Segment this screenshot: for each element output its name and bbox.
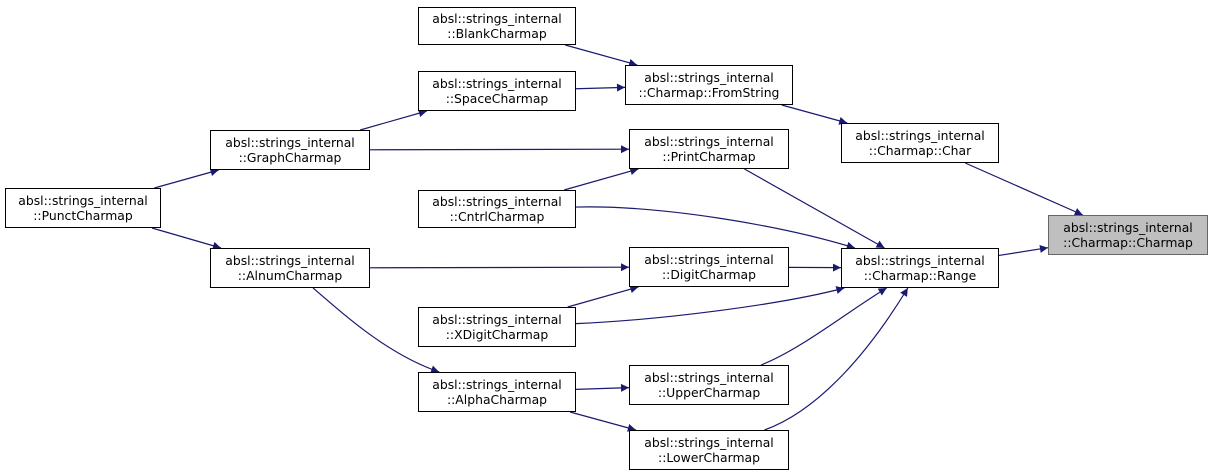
node-lower[interactable]: absl::strings_internal::LowerCharmap <box>629 430 789 470</box>
edge-space-to-fromstring <box>575 83 626 92</box>
node-punct[interactable]: absl::strings_internal::PunctCharmap <box>5 188 161 228</box>
node-range[interactable]: absl::strings_internal::Charmap::Range <box>841 248 999 288</box>
edge-graph-to-space <box>360 109 427 131</box>
node-label-namespace: absl::strings_internal <box>18 193 148 208</box>
node-label-namespace: absl::strings_internal <box>1063 220 1193 235</box>
edge-fromstring-to-char <box>781 104 848 125</box>
node-cntrl[interactable]: absl::strings_internal::CntrlCharmap <box>418 190 576 228</box>
node-label-namespace: absl::strings_internal <box>644 252 774 267</box>
node-label-name: ::CntrlCharmap <box>449 209 545 224</box>
node-label-namespace: absl::strings_internal <box>432 11 562 26</box>
node-label-namespace: absl::strings_internal <box>855 128 985 143</box>
edge-alpha-to-upper <box>575 383 630 392</box>
node-label-name: ::Charmap::Charmap <box>1063 235 1193 250</box>
edge-char-to-charmap-ctor <box>964 162 1084 216</box>
edge-cntrl-to-print <box>563 167 639 191</box>
node-label-namespace: absl::strings_internal <box>644 134 774 149</box>
node-blank[interactable]: absl::strings_internal::BlankCharmap <box>418 7 576 45</box>
node-label-name: ::AlphaCharmap <box>446 392 548 407</box>
node-label-name: ::AlnumCharmap <box>237 268 343 283</box>
node-digit[interactable]: absl::strings_internal::DigitCharmap <box>629 247 789 287</box>
edge-punct-to-graph <box>154 168 219 189</box>
edge-upper-to-range <box>760 287 887 366</box>
node-label-name: ::Charmap::FromString <box>638 85 780 100</box>
edge-xdigit-to-range <box>575 286 845 325</box>
node-xdigit[interactable]: absl::strings_internal::XDigitCharmap <box>418 307 576 347</box>
node-label-namespace: absl::strings_internal <box>644 370 774 385</box>
node-label-namespace: absl::strings_internal <box>432 76 562 91</box>
node-label-name: ::DigitCharmap <box>661 267 756 282</box>
node-space[interactable]: absl::strings_internal::SpaceCharmap <box>418 71 576 111</box>
node-label-namespace: absl::strings_internal <box>855 253 985 268</box>
node-label-name: ::XDigitCharmap <box>445 327 549 342</box>
edge-xdigit-to-digit <box>567 285 639 308</box>
node-label-name: ::Charmap::Char <box>868 143 972 158</box>
edge-punct-to-alnum <box>151 227 222 250</box>
node-label-name: ::UpperCharmap <box>657 385 761 400</box>
node-label-name: ::SpaceCharmap <box>445 91 549 106</box>
node-label-name: ::Charmap::Range <box>863 268 977 283</box>
node-label-namespace: absl::strings_internal <box>432 312 562 327</box>
edge-graph-to-print <box>369 145 630 154</box>
node-label-name: ::GraphCharmap <box>238 150 342 165</box>
edge-range-to-charmap-ctor <box>998 244 1049 257</box>
node-label-namespace: absl::strings_internal <box>432 194 562 209</box>
node-label-namespace: absl::strings_internal <box>225 135 355 150</box>
edge-cntrl-to-range <box>575 206 856 250</box>
node-label-namespace: absl::strings_internal <box>225 253 355 268</box>
edge-alnum-to-alpha <box>312 287 440 374</box>
node-char[interactable]: absl::strings_internal::Charmap::Char <box>841 123 999 163</box>
node-upper[interactable]: absl::strings_internal::UpperCharmap <box>629 365 789 405</box>
node-print[interactable]: absl::strings_internal::PrintCharmap <box>629 129 789 169</box>
node-label-namespace: absl::strings_internal <box>644 435 774 450</box>
edge-alpha-to-lower <box>569 411 637 432</box>
edge-alnum-to-digit <box>369 263 630 272</box>
node-graph[interactable]: absl::strings_internal::GraphCharmap <box>210 130 370 170</box>
edge-print-to-range <box>744 168 885 249</box>
node-label-name: ::PunctCharmap <box>33 208 133 223</box>
node-alpha[interactable]: absl::strings_internal::AlphaCharmap <box>418 372 576 412</box>
node-fromstring[interactable]: absl::strings_internal::Charmap::FromStr… <box>625 65 793 105</box>
node-alnum[interactable]: absl::strings_internal::AlnumCharmap <box>210 248 370 288</box>
edge-blank-to-fromstring <box>565 44 638 67</box>
edge-lower-to-range <box>764 287 909 431</box>
node-label-name: ::LowerCharmap <box>658 450 760 465</box>
node-label-namespace: absl::strings_internal <box>432 377 562 392</box>
node-charmap-ctor: absl::strings_internal::Charmap::Charmap <box>1048 215 1208 255</box>
node-label-name: ::BlankCharmap <box>447 26 547 41</box>
node-label-namespace: absl::strings_internal <box>644 70 774 85</box>
node-label-name: ::PrintCharmap <box>662 149 756 164</box>
